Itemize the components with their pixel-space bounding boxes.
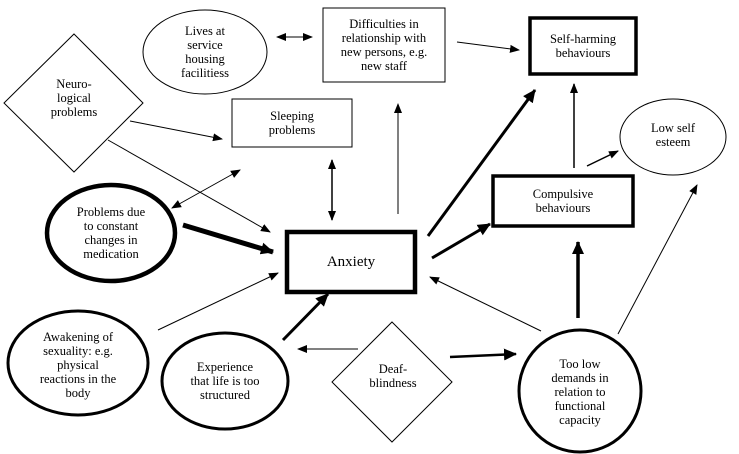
node-low-self-esteem-shape: [619, 98, 727, 176]
arrow-low-demands-low-esteem: [617, 184, 698, 335]
node-self-harming-shape: [528, 16, 638, 76]
label-sexuality: Awakening of sexuality: e.g. physical re…: [39, 330, 117, 400]
arrow-anxiety-self-harming: [426, 89, 537, 237]
arrow-relationship-self-harming: [456, 41, 520, 53]
node-service-housing-shape: [142, 9, 268, 95]
arrow-sleeping-medication: [171, 169, 241, 209]
arrow-structured-anxiety: [281, 292, 330, 342]
node-anxiety-shape: [284, 229, 418, 295]
label-low-self-esteem: Low self esteem: [650, 121, 696, 149]
arrow-medication-anxiety: [182, 222, 274, 255]
label-service-housing: Lives at service housing facilitiess: [181, 24, 229, 80]
label-medication: Problems due to constant changes in medi…: [76, 205, 146, 261]
arrow-compulsive-low-esteem: [586, 150, 619, 167]
node-neurological-shape: [3, 33, 144, 173]
label-relationship: Difficulties in relationship with new pe…: [340, 17, 428, 73]
arrow-deafblindness-low-demands: [449, 348, 517, 361]
node-deafblindness-shape: [331, 321, 453, 443]
node-sleeping-shape: [231, 98, 353, 148]
label-self-harming: Self-harming behaviours: [550, 32, 616, 60]
node-medication-shape: [44, 182, 178, 284]
arrow-anxiety-compulsive: [431, 222, 491, 260]
arrow-low-demands-anxiety: [429, 276, 542, 332]
label-low-demands: Too low demands in relation to functiona…: [551, 357, 609, 427]
label-compulsive: Compulsive behaviours: [532, 187, 594, 215]
label-sleeping: Sleeping problems: [268, 109, 316, 137]
label-structured: Experience that life is too structured: [190, 360, 260, 402]
node-sexuality-shape: [6, 309, 150, 417]
node-structured-shape: [160, 331, 290, 431]
arrow-neuro-sleeping: [129, 120, 223, 142]
label-anxiety: Anxiety: [326, 254, 376, 270]
node-relationship-shape: [322, 7, 446, 83]
node-low-demands-shape: [517, 328, 643, 454]
node-compulsive-shape: [491, 174, 635, 228]
label-neurological: Neuro- logical problems: [50, 77, 98, 119]
arrow-sexuality-anxiety: [157, 272, 279, 331]
label-deafblindness: Deaf- blindness: [369, 362, 417, 390]
